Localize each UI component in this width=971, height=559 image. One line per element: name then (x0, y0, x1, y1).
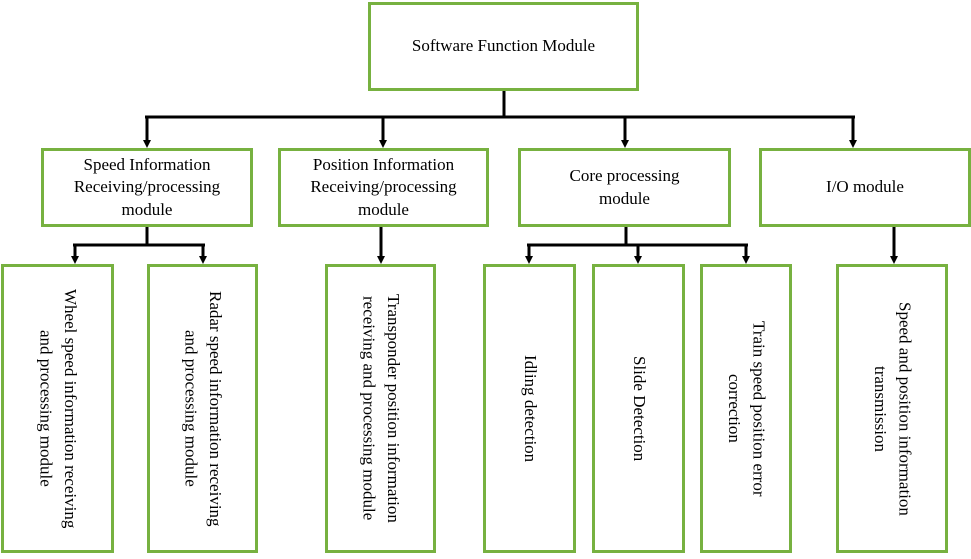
core-processing-module-box: Core processing module (518, 148, 731, 227)
speed-information-module-box: Speed Information Receiving/processing m… (41, 148, 253, 227)
transmission-leaf-box: Speed and position information transmiss… (836, 264, 948, 553)
radar-speed-leaf-box: Radar speed information receiving and pr… (147, 264, 258, 553)
error-correction-leaf-box: Train speed position error correction (700, 264, 792, 553)
idling-detection-leaf-box: Idling detection (483, 264, 576, 553)
slide-detection-leaf-label: Slide Detection (629, 355, 649, 462)
radar-speed-leaf-label: Radar speed information receiving and pr… (181, 290, 226, 527)
io-module-box: I/O module (759, 148, 971, 227)
position-information-module-label: Position Information Receiving/processin… (310, 155, 457, 219)
root-label: Software Function Module (411, 36, 596, 56)
transmission-leaf-label: Speed and position information transmiss… (871, 301, 915, 516)
wheel-speed-leaf-box: Wheel speed information receiving and pr… (1, 264, 114, 553)
error-correction-leaf-label: Train speed position error correction (725, 320, 769, 497)
slide-detection-leaf-box: Slide Detection (592, 264, 685, 553)
speed-information-module-label: Speed Information Receiving/processing m… (73, 155, 221, 219)
core-processing-module-label: Core processing module (569, 166, 680, 208)
position-information-module-box: Position Information Receiving/processin… (278, 148, 489, 227)
io-module-label: I/O module (826, 177, 904, 197)
transponder-leaf-label: Transponder position information receivi… (359, 294, 404, 523)
root-box: Software Function Module (368, 2, 639, 91)
transponder-leaf-box: Transponder position information receivi… (325, 264, 436, 553)
wheel-speed-leaf-label: Wheel speed information receiving and pr… (36, 288, 81, 529)
idling-detection-leaf-label: Idling detection (520, 354, 540, 463)
